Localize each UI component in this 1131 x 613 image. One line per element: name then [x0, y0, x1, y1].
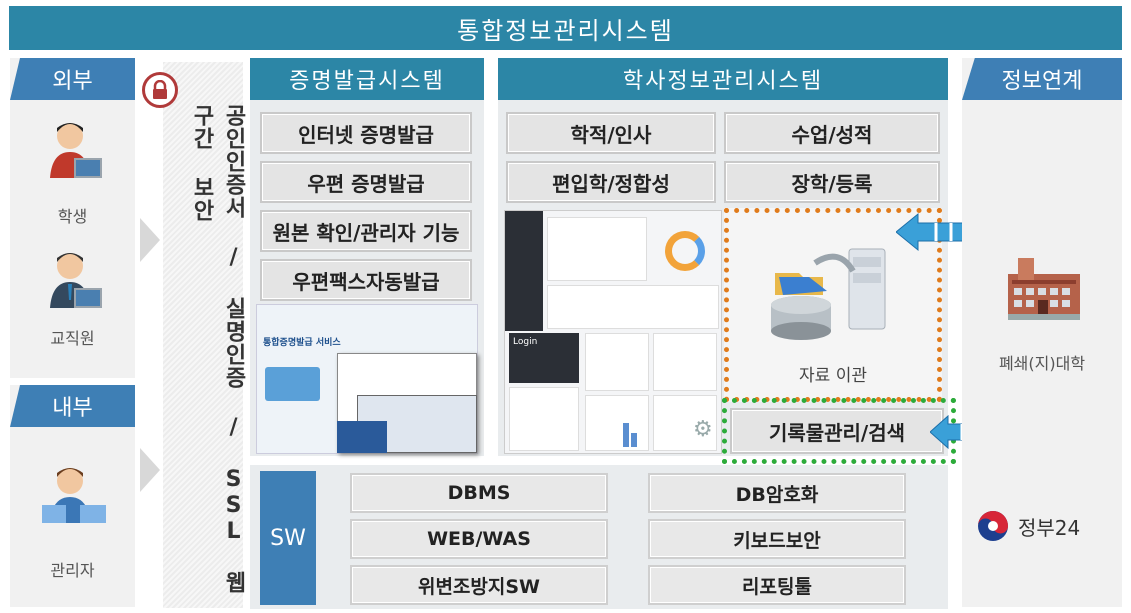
- dashboard-card: [585, 333, 649, 391]
- sw-item-db-encryption[interactable]: DB암호화: [648, 473, 906, 513]
- main-title: 통합정보관리시스템: [457, 16, 674, 45]
- academic-system-title: 학사정보관리시스템: [622, 69, 824, 94]
- dashboard-table: [547, 285, 719, 329]
- academic-item-scholarship[interactable]: 장학/등록: [724, 161, 940, 203]
- academic-item-classes[interactable]: 수업/성적: [724, 112, 940, 154]
- sw-item-dbms[interactable]: DBMS: [350, 473, 608, 513]
- outside-panel: 외부 학생 교직원: [10, 58, 135, 378]
- user-label-faculty: 교직원: [50, 329, 95, 348]
- closed-university-label: 폐쇄(지)대학: [998, 354, 1086, 373]
- cert-system-title: 증명발급시스템: [289, 69, 445, 94]
- sw-label: SW: [270, 525, 306, 551]
- cert-item-mail[interactable]: 우편 증명발급: [260, 161, 472, 203]
- faculty-icon: [48, 248, 104, 318]
- sw-label-bar: SW: [260, 471, 316, 605]
- dashboard-card: [653, 333, 717, 391]
- user-label-admin: 관리자: [50, 561, 95, 580]
- dashboard-card: [585, 395, 649, 451]
- inside-panel: 내부 관리자: [10, 385, 135, 607]
- gov24-label: 정부24: [1018, 515, 1081, 540]
- sw-item-reporting-tool[interactable]: 리포팅툴: [648, 565, 906, 605]
- security-label: 공인인증서 / 실명인증 / SSL 웹구간 보안: [189, 104, 246, 594]
- sw-item-keyboard-security[interactable]: 키보드보안: [648, 519, 906, 559]
- sw-panel: SW DBMS DB암호화 WEB/WAS 키보드보안 위변조방지SW 리포팅툴: [250, 465, 948, 609]
- cert-screenshot: 통합증명발급 서비스: [256, 304, 478, 454]
- dashboard-login-card: Login: [509, 333, 579, 383]
- gov24-logo: 정부24: [976, 508, 1116, 544]
- academic-item-records[interactable]: 학적/인사: [506, 112, 716, 154]
- main-title-bar: 통합정보관리시스템: [9, 6, 1122, 50]
- dashboard-bar: [631, 433, 637, 447]
- cert-item-fax[interactable]: 우편팩스자동발급: [260, 259, 472, 301]
- records-search-button[interactable]: 기록물관리/검색: [730, 408, 944, 454]
- sw-item-web-was[interactable]: WEB/WAS: [350, 519, 608, 559]
- dashboard-donut: [665, 231, 705, 271]
- dashboard-table: [547, 217, 647, 281]
- cert-item-internet[interactable]: 인터넷 증명발급: [260, 112, 472, 154]
- academic-item-transfer[interactable]: 편입학/정합성: [506, 161, 716, 203]
- cert-screenshot-header: 통합증명발급 서비스: [263, 338, 341, 348]
- cert-system-panel: 증명발급시스템 인터넷 증명발급 우편 증명발급 원본 확인/관리자 기능 우편…: [250, 58, 484, 456]
- inside-tab: 내부: [10, 385, 135, 427]
- academic-system-panel: 학사정보관리시스템 학적/인사 수업/성적 편입학/정합성 장학/등록 Logi…: [498, 58, 956, 464]
- outside-tab-label: 외부: [52, 69, 93, 94]
- cert-item-original-check[interactable]: 원본 확인/관리자 기능: [260, 210, 472, 252]
- student-icon: [48, 118, 104, 188]
- academic-dashboard-screenshot: Login ⚙: [504, 210, 722, 454]
- arrow-right-icon: [140, 448, 160, 492]
- dashboard-card: [509, 387, 579, 451]
- data-migration-label: 자료 이관: [799, 366, 867, 386]
- link-tab: 정보연계: [962, 58, 1122, 100]
- building-icon: [1008, 254, 1080, 320]
- dashboard-login-label: Login: [513, 337, 538, 347]
- gear-icon: ⚙: [693, 417, 713, 442]
- database-migration-icon: [765, 243, 895, 343]
- academic-system-title-bar: 학사정보관리시스템: [498, 58, 948, 100]
- dashboard-card: [653, 395, 717, 451]
- cert-system-title-bar: 증명발급시스템: [250, 58, 484, 100]
- link-panel: 정보연계 폐쇄(지)대학 정부24: [962, 58, 1122, 607]
- records-search-area: 기록물관리/검색: [722, 398, 956, 464]
- admin-icon: [40, 463, 110, 533]
- outside-tab: 외부: [10, 58, 135, 100]
- link-tab-label: 정보연계: [1001, 69, 1083, 94]
- security-band: 공인인증서 / 실명인증 / SSL 웹구간 보안: [142, 62, 246, 608]
- dashboard-sidebar: [505, 211, 543, 331]
- sw-item-anti-forgery[interactable]: 위변조방지SW: [350, 565, 608, 605]
- dashboard-bar: [623, 423, 629, 447]
- cert-screenshot-bar: [337, 421, 387, 453]
- cert-screenshot-banner: [265, 367, 320, 401]
- arrow-right-icon: [140, 218, 160, 262]
- inside-tab-label: 내부: [52, 396, 93, 421]
- lock-icon: [142, 72, 178, 108]
- user-label-student: 학생: [57, 207, 88, 226]
- taegeuk-icon: [978, 511, 1008, 541]
